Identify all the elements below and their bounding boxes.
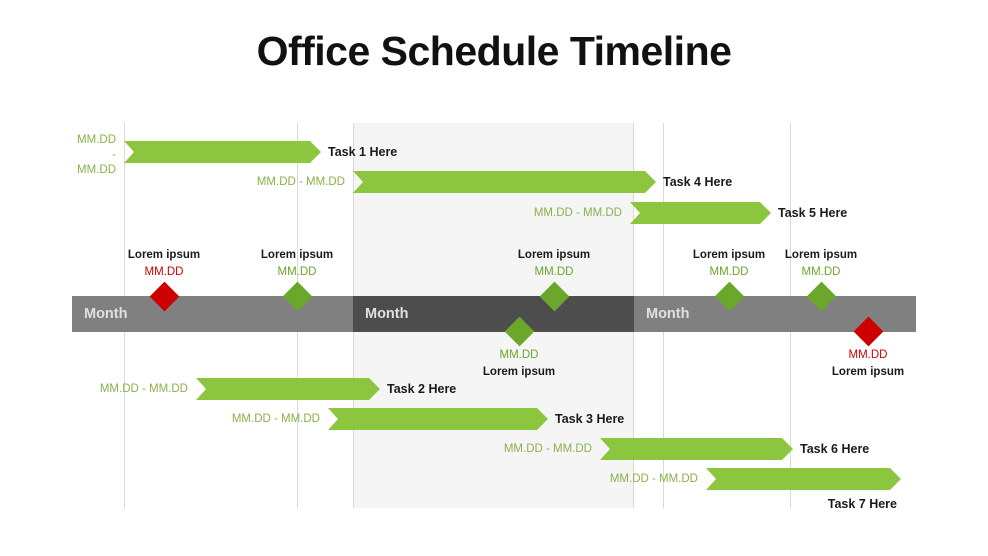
task-date-label: MM.DD - MM.DD	[503, 443, 592, 455]
milestone-title: Lorem ipsum	[127, 249, 201, 261]
task-name-label: Task 4 Here	[663, 175, 733, 189]
task-name-label: Task 2 Here	[387, 382, 457, 396]
gridline	[124, 123, 125, 296]
milestone-title: Lorem ipsum	[831, 366, 905, 378]
gridline	[663, 332, 664, 508]
task-date-label: MM.DD - MM.DD	[533, 207, 622, 219]
gridline	[353, 123, 354, 296]
gridline	[790, 332, 791, 508]
page-title: Office Schedule Timeline	[256, 28, 732, 74]
milestone-title: Lorem ipsum	[784, 249, 858, 261]
month-label: Month	[365, 306, 409, 322]
milestone-title: Lorem ipsum	[692, 249, 766, 261]
gridline	[124, 332, 125, 508]
month-label: Month	[646, 306, 690, 322]
gridline	[297, 332, 298, 508]
month-label: Month	[84, 306, 128, 322]
gridline	[633, 123, 634, 296]
task-bar[interactable]	[630, 202, 771, 224]
milestone-title: Lorem ipsum	[517, 249, 591, 261]
gridline	[297, 123, 298, 296]
task-date-line: MM.DD	[77, 134, 116, 146]
task-name-label: Task 3 Here	[555, 412, 625, 426]
task-date-label: MM.DD - MM.DD	[99, 383, 188, 395]
task-date-line: MM.DD	[77, 164, 116, 176]
milestone-date: MM.DD	[277, 266, 317, 278]
task-name-label: Task 5 Here	[778, 206, 848, 220]
task-bar[interactable]	[600, 438, 793, 460]
task-bar[interactable]	[353, 171, 656, 193]
milestone-date: MM.DD	[499, 349, 539, 361]
milestone-date: MM.DD	[848, 349, 888, 361]
gridline	[633, 332, 634, 508]
milestone-title: Lorem ipsum	[482, 366, 556, 378]
month-band-1[interactable]: Month	[72, 296, 353, 332]
milestone-date: MM.DD	[534, 266, 574, 278]
gridline	[790, 123, 791, 296]
month-band-2[interactable]: Month	[353, 296, 634, 332]
task-date-line: -	[112, 149, 116, 161]
milestone-date: MM.DD	[709, 266, 749, 278]
task-bar[interactable]	[328, 408, 548, 430]
task-bar[interactable]	[196, 378, 380, 400]
task-name-label: Task 1 Here	[328, 145, 398, 159]
task-bar[interactable]	[124, 141, 321, 163]
task-date-label: MM.DD - MM.DD	[609, 473, 698, 485]
milestone-title: Lorem ipsum	[260, 249, 334, 261]
task-name-label: Task 7 Here	[827, 497, 897, 511]
milestone-date: MM.DD	[801, 266, 841, 278]
task-date-label: MM.DD - MM.DD	[231, 413, 320, 425]
milestone-date: MM.DD	[144, 266, 184, 278]
task-date-label: MM.DD - MM.DD	[256, 176, 345, 188]
task-date-label: MM.DD - MM.DD	[0, 133, 116, 178]
task-bar[interactable]	[706, 468, 901, 490]
task-name-label: Task 6 Here	[800, 442, 870, 456]
